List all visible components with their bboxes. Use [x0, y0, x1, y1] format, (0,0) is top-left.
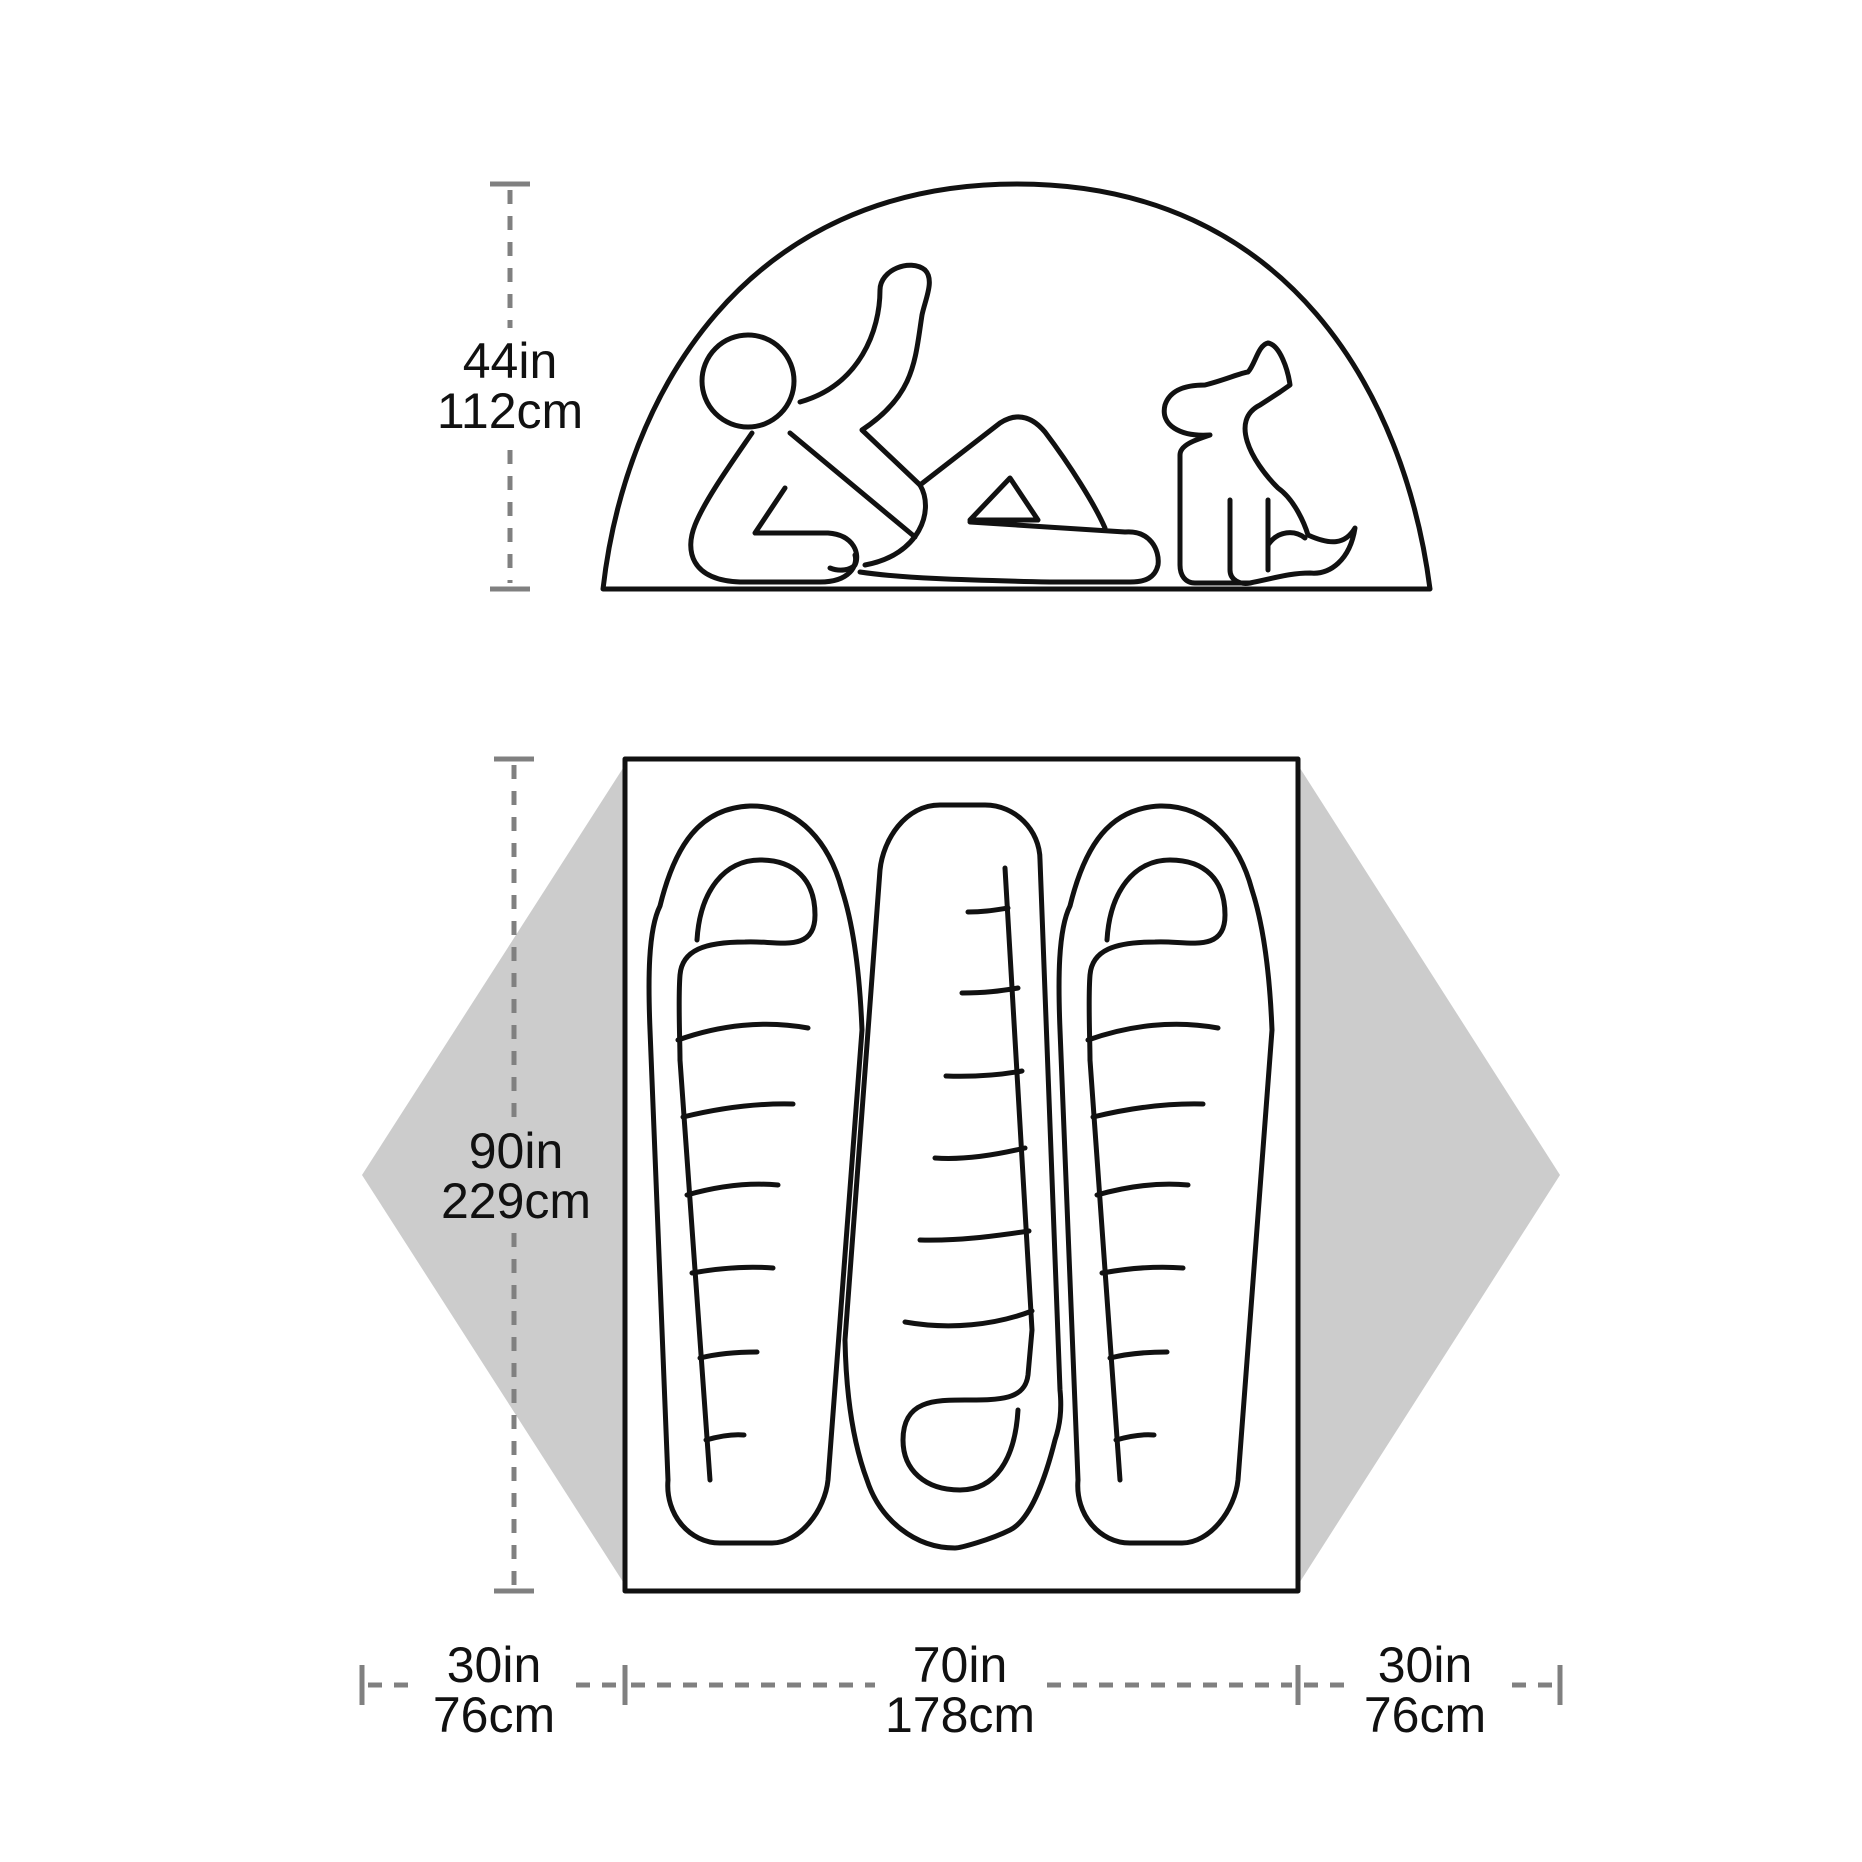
- left-vestibule-width-in-label: 30in: [447, 1637, 542, 1693]
- sleeping-bag-icon: [646, 803, 865, 1546]
- height-in-label: 44in: [463, 333, 558, 389]
- tent-floor-outline: [622, 756, 1301, 1594]
- person-lying-icon: [688, 262, 1161, 585]
- right-vestibule-width-cm-label: 76cm: [1364, 1687, 1486, 1743]
- height-cm-label: 112cm: [437, 383, 583, 439]
- floor-width-in-label: 70in: [913, 1637, 1008, 1693]
- floor-width-cm-label: 178cm: [885, 1687, 1035, 1743]
- length-dimension-line: [494, 756, 534, 1594]
- left-vestibule-width-cm-label: 76cm: [433, 1687, 555, 1743]
- dog-sitting-icon: [1161, 340, 1358, 586]
- sleeping-bag-icon: [842, 802, 1064, 1551]
- sleeping-bag-icon: [1056, 803, 1275, 1546]
- length-in-label: 90in: [469, 1123, 564, 1179]
- right-vestibule-width-in-label: 30in: [1378, 1637, 1473, 1693]
- right-vestibule: [1298, 765, 1560, 1585]
- width-dimension-line: [359, 1665, 1563, 1705]
- tent-profile-icon: [600, 181, 1433, 592]
- length-cm-label: 229cm: [441, 1173, 591, 1229]
- height-dimension-line: [490, 181, 530, 592]
